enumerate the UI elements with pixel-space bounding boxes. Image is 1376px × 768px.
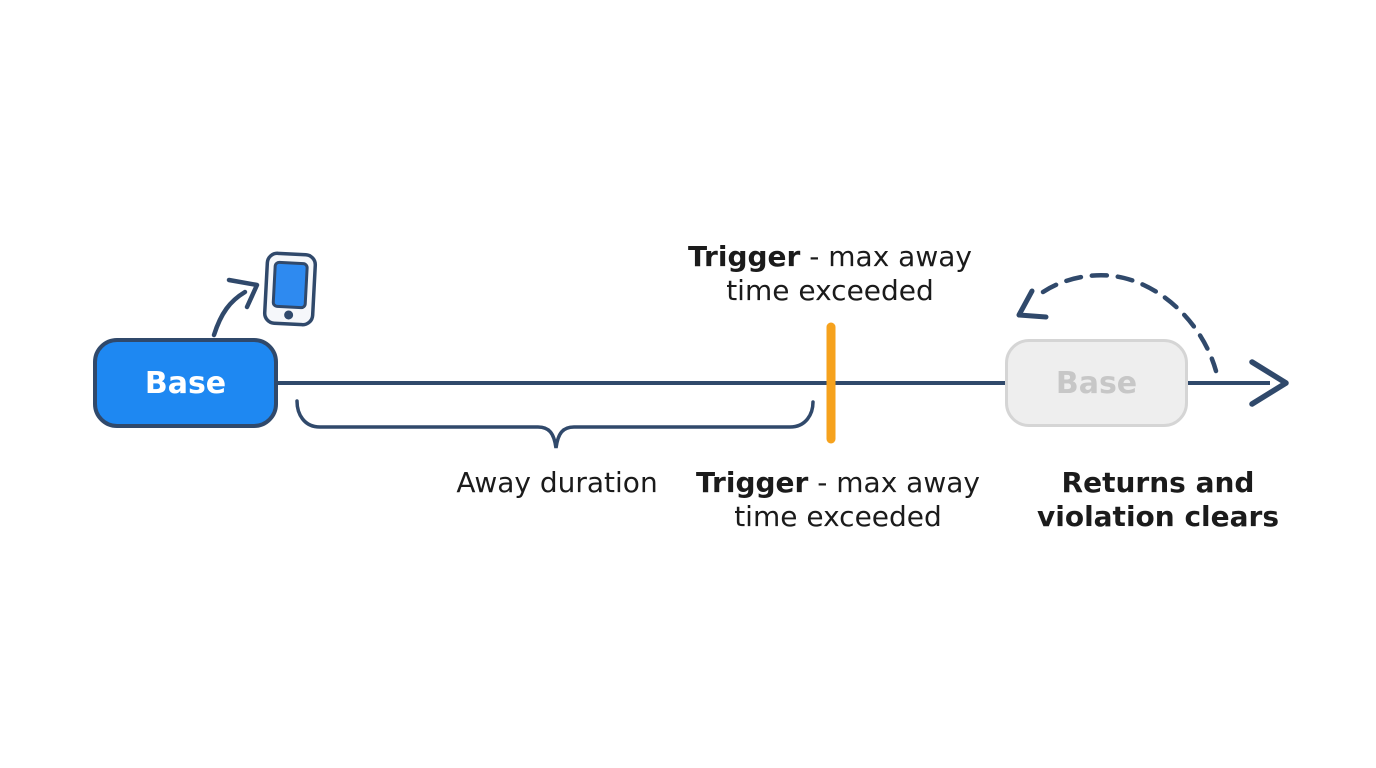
trigger-top-rest-text: - max away [800, 240, 972, 273]
away-duration-label: Away duration [456, 466, 658, 499]
trigger-label-bottom-line1: Trigger - max away [696, 466, 980, 500]
trigger-label-top-line1: Trigger - max away [688, 240, 972, 274]
returns-clears-line2: violation clears [1036, 500, 1280, 533]
base-return-label: Base [1055, 365, 1138, 401]
trigger-label-bottom: Trigger - max away time exceeded [696, 466, 980, 534]
trigger-bottom-rest-text: - max away [808, 466, 980, 499]
curved-arrow-up-right-icon [211, 289, 248, 338]
away-duration-brace [295, 399, 815, 449]
trigger-label-top-line2: time exceeded [726, 274, 934, 307]
phone-icon [262, 251, 318, 327]
returns-clears-line1: Returns and [1061, 466, 1255, 499]
arrow-right-icon [1249, 359, 1289, 407]
dashed-arc-arrowhead-icon [1016, 288, 1049, 320]
base-start-label: Base [144, 365, 227, 401]
trigger-label-top: Trigger - max away time exceeded [688, 240, 972, 308]
base-box-start: Base [93, 338, 278, 428]
trigger-bottom-bold-text: Trigger [696, 466, 809, 499]
returns-clears-label: Returns and violation clears [1037, 466, 1279, 534]
curved-arrow-up-right-head-icon [226, 277, 260, 310]
phone-screen [271, 260, 309, 310]
base-box-return: Base [1005, 339, 1188, 427]
phone-home-button [284, 310, 294, 320]
trigger-top-bold-text: Trigger [688, 240, 801, 273]
trigger-label-bottom-line2: time exceeded [734, 500, 942, 533]
dashed-arc-arrow-left-icon [1040, 273, 1219, 374]
